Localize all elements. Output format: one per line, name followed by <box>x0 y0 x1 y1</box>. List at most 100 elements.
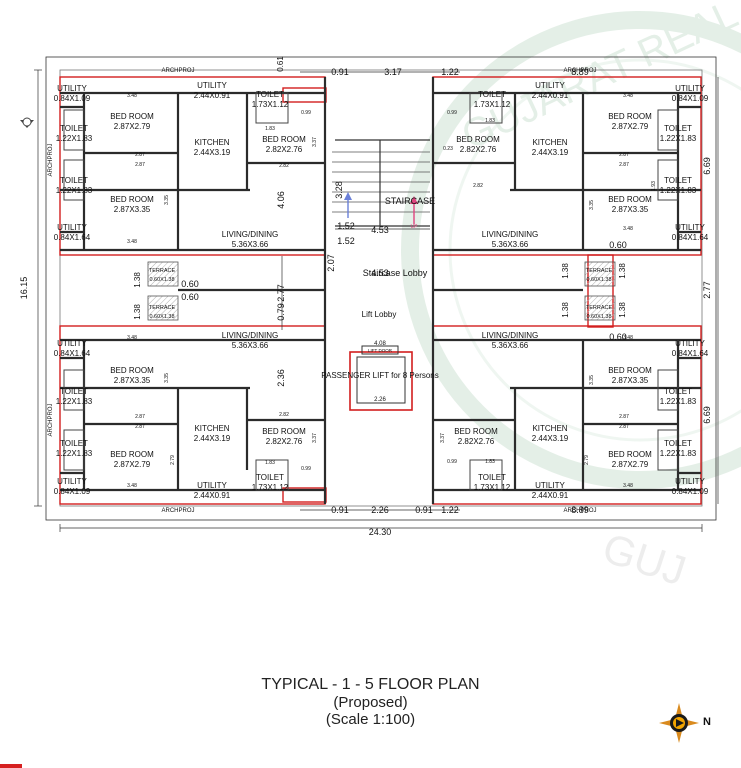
dim-text: 1.83 <box>485 459 495 465</box>
room-label: UTILITY <box>197 481 227 490</box>
svg-text:GUJ: GUJ <box>597 524 691 595</box>
room-label: UTILITY <box>57 84 87 93</box>
drawing-title: TYPICAL - 1 - 5 FLOOR PLAN <box>261 676 480 693</box>
dim-text: 1.52 <box>337 221 355 231</box>
plot-boundary <box>45 56 717 521</box>
room-label: TOILET <box>478 473 506 482</box>
dimension-lines <box>34 69 719 532</box>
dim-text: 2.82 <box>473 183 483 189</box>
dim-text: 3.37 <box>312 137 318 147</box>
dim-text: 2.82 <box>279 163 289 169</box>
room-size: 2.87X3.35 <box>612 376 649 385</box>
archproj-label: ARCHPROJ <box>48 143 54 176</box>
room-size: 1.22X1.83 <box>660 134 697 143</box>
dim-text: 1.38 <box>618 302 627 318</box>
north-label: N <box>703 716 711 728</box>
corner-mark <box>0 764 22 768</box>
dim-text: 8.89 <box>571 67 589 77</box>
dim-text: 3.48 <box>127 483 137 489</box>
dim-text: 0.60 <box>609 332 627 342</box>
archproj-label: ARCHPROJ <box>48 403 54 436</box>
room-size: 0.60X1.38 <box>586 277 611 283</box>
dim-text: 6.69 <box>702 406 712 424</box>
dim-text: 1.38 <box>561 263 570 279</box>
dim-text: 2.87 <box>619 162 629 168</box>
dim-text: 2.77 <box>702 281 712 299</box>
fixtures <box>63 92 679 491</box>
dim-text: 3.37 <box>440 433 446 443</box>
room-size: 1.22X1.83 <box>56 186 93 195</box>
room-label: TOILET <box>60 176 88 185</box>
room-label: TERRACE <box>586 268 613 274</box>
dim-text: 8.89 <box>571 505 589 515</box>
dim-text: 2.36 <box>276 369 286 387</box>
room-label: TERRACE <box>586 305 613 311</box>
room-size: 0.84X1.09 <box>54 487 91 496</box>
room-label: TOILET <box>664 439 692 448</box>
room-size: 0.84X1.09 <box>54 94 91 103</box>
room-label: BED ROOM <box>262 135 306 144</box>
dim-text: 3.35 <box>589 200 595 210</box>
room-size: 2.82X2.76 <box>266 437 303 446</box>
dim-text: 6.69 <box>702 157 712 175</box>
dim-text: 1.83 <box>265 126 275 132</box>
room-size: 0.84X1.09 <box>672 94 709 103</box>
room-label: BED ROOM <box>110 366 154 375</box>
room-label: KITCHEN <box>532 138 567 147</box>
room-size: 2.82X2.76 <box>458 437 495 446</box>
room-label: BED ROOM <box>262 427 306 436</box>
overall-width-dim: 24.30 <box>369 527 392 537</box>
dim-text: 4.08 <box>374 341 386 347</box>
dim-text: 0.60 <box>181 292 199 302</box>
archproj-label: ARCHPROJ <box>161 508 194 514</box>
dim-text: 2.87 <box>135 162 145 168</box>
room-label: TERRACE <box>149 268 176 274</box>
room-size: 1.73X1.12 <box>252 483 289 492</box>
room-label: TOILET <box>60 439 88 448</box>
room-size: 0.84X1.64 <box>672 233 709 242</box>
room-size: 5.36X3.66 <box>492 341 529 350</box>
dim-text: 1.93 <box>651 181 657 191</box>
dim-text: 3.48 <box>623 226 633 232</box>
archproj-label: ARCHPROJ <box>563 508 596 514</box>
room-size: 1.73X1.12 <box>474 483 511 492</box>
room-size: 2.44X0.91 <box>194 491 231 500</box>
dim-text: 2.87 <box>619 424 629 430</box>
room-label: BED ROOM <box>608 195 652 204</box>
dim-text: 0.79 <box>276 303 286 321</box>
drawing-scale: (Scale 1:100) <box>325 711 416 728</box>
room-label: UTILITY <box>57 223 87 232</box>
dim-text: 0.60 <box>609 240 627 250</box>
room-label: UTILITY <box>675 339 705 348</box>
room-label: LIVING/DINING <box>482 230 538 239</box>
room-size: 2.87X3.35 <box>114 376 151 385</box>
dim-text: 4.06 <box>276 191 286 209</box>
dim-text: 0.99 <box>447 459 457 465</box>
room-size: 2.44X0.91 <box>532 91 569 100</box>
dim-text: 0.60 <box>181 279 199 289</box>
room-label: KITCHEN <box>532 424 567 433</box>
dim-text: 2.87 <box>619 414 629 420</box>
compass-icon <box>659 703 699 743</box>
staircase-label: STAIRCASE <box>385 196 435 206</box>
passenger-lift-label: PASSENGER LIFT for 8 Persons <box>321 371 439 380</box>
dim-text: 3.48 <box>127 93 137 99</box>
room-label: UTILITY <box>535 81 565 90</box>
dim-text: 2.87 <box>135 414 145 420</box>
room-label: BED ROOM <box>110 112 154 121</box>
room-label: LIVING/DINING <box>222 230 278 239</box>
room-label: UTILITY <box>675 477 705 486</box>
dim-text: 3.48 <box>127 239 137 245</box>
dim-text: 0.23 <box>443 146 453 152</box>
staircase-lobby-label: Staircase Lobby <box>363 268 428 278</box>
room-size: 2.44X0.91 <box>532 491 569 500</box>
room-label: KITCHEN <box>194 138 229 147</box>
room-size: 0.60X1.38 <box>149 277 174 283</box>
room-size: 1.22X1.83 <box>56 449 93 458</box>
dim-text: 3.35 <box>164 195 170 205</box>
dim-text: 3.28 <box>334 181 344 199</box>
room-size: 0.84X1.09 <box>672 487 709 496</box>
archproj-label: ARCHPROJ <box>563 68 596 74</box>
up-label: UP <box>411 224 419 230</box>
